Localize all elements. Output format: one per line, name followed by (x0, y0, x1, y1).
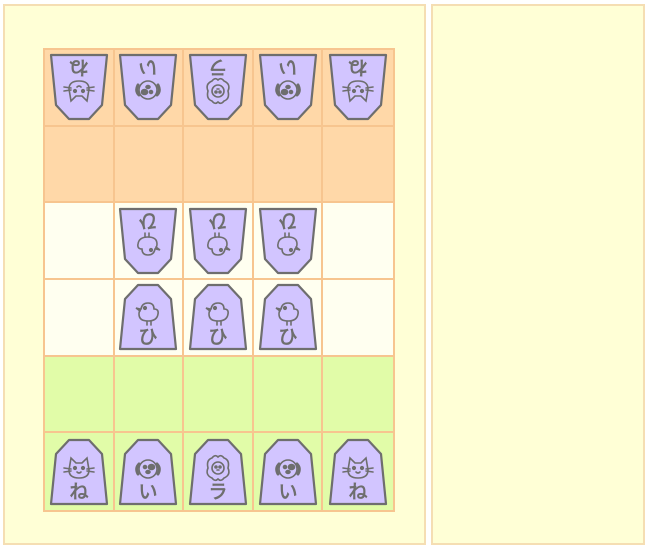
board-cell[interactable] (323, 279, 393, 357)
lion-piece[interactable]: ラ (188, 438, 248, 506)
piece-label: ひ (208, 326, 227, 348)
chick-piece[interactable]: ひ (258, 283, 318, 351)
board-cell[interactable]: ね (45, 50, 115, 127)
board-cell[interactable]: ひ (184, 203, 254, 280)
cat-piece[interactable]: ね (49, 438, 109, 506)
dog-face-icon (135, 80, 162, 101)
chick-piece[interactable]: ひ (188, 207, 248, 275)
board-cell[interactable] (45, 126, 115, 204)
board-cell[interactable] (323, 356, 393, 434)
chick-piece[interactable]: ひ (258, 207, 318, 275)
piece-label: ね (349, 481, 368, 503)
board-cell[interactable] (253, 126, 324, 204)
board-cell[interactable]: い (253, 433, 324, 510)
board-cell[interactable]: い (253, 50, 324, 127)
piece-label: ひ (139, 326, 158, 348)
chick-face-icon (135, 302, 160, 327)
board-cell[interactable]: ね (323, 50, 393, 127)
board-cell[interactable] (184, 356, 254, 434)
cat-piece[interactable]: ね (49, 53, 109, 121)
dog-face-icon (274, 458, 301, 479)
chick-piece[interactable]: ひ (188, 283, 248, 351)
board-cell[interactable] (45, 279, 115, 357)
board-cell[interactable] (114, 356, 185, 434)
board-cell[interactable]: ひ (114, 279, 185, 357)
board-cell[interactable] (253, 356, 324, 434)
chick-piece[interactable]: ひ (118, 283, 178, 351)
chick-face-icon (275, 302, 299, 327)
board-panel: ねいラいねひひひひひひねいラいね (3, 4, 426, 545)
board-cell[interactable]: ね (323, 433, 393, 510)
board-cell[interactable] (45, 356, 115, 434)
chick-face-icon (276, 231, 301, 256)
piece-body (258, 207, 317, 274)
piece-body (49, 54, 108, 121)
cat-piece[interactable]: ね (328, 53, 388, 121)
piece-label: ひ (278, 326, 297, 348)
board-cell[interactable]: ラ (184, 50, 254, 127)
piece-label: ひ (139, 210, 158, 232)
piece-label: ね (69, 56, 88, 78)
piece-body (119, 207, 178, 274)
piece-body (329, 54, 388, 121)
piece-label: い (139, 481, 158, 503)
cat-piece[interactable]: ね (328, 438, 388, 506)
piece-label: い (278, 481, 297, 503)
dog-piece[interactable]: い (118, 53, 178, 121)
piece-label: ひ (278, 210, 297, 232)
dog-piece[interactable]: い (258, 53, 318, 121)
board-cell[interactable]: ひ (184, 279, 254, 357)
piece-label: い (278, 56, 297, 78)
piece-body (188, 438, 248, 505)
dog-face-icon (274, 80, 301, 101)
piece-label: ラ (208, 481, 227, 503)
board-cell[interactable]: ね (45, 433, 115, 510)
cat-face-icon (342, 80, 374, 103)
board-cell[interactable]: い (114, 50, 185, 127)
piece-label: ひ (208, 210, 227, 232)
board-cell[interactable] (323, 203, 393, 280)
piece-body (329, 438, 388, 505)
lion-piece[interactable]: ラ (188, 53, 248, 121)
piece-body (119, 284, 178, 351)
dog-piece[interactable]: い (258, 438, 318, 506)
board-cell[interactable]: ひ (253, 279, 324, 357)
chick-piece[interactable]: ひ (118, 207, 178, 275)
chick-face-icon (207, 231, 231, 256)
board-cell[interactable] (323, 126, 393, 204)
board-cell[interactable]: ひ (253, 203, 324, 280)
board-cell[interactable]: ラ (184, 433, 254, 510)
piece-body (188, 54, 248, 121)
board-cell[interactable] (114, 126, 185, 204)
piece-body (258, 284, 317, 351)
board-cell[interactable] (45, 203, 115, 280)
cat-face-icon (342, 455, 374, 479)
board-cell[interactable] (184, 126, 254, 204)
piece-body (188, 207, 248, 274)
captured-pieces-panel (431, 4, 645, 545)
piece-body (188, 284, 248, 351)
game-board: ねいラいねひひひひひひねいラいね (43, 48, 395, 512)
dog-face-icon (135, 458, 162, 479)
piece-label: ね (349, 56, 368, 78)
piece-label: ね (69, 481, 88, 503)
chick-face-icon (205, 302, 229, 327)
lion-face-icon (206, 454, 230, 481)
lion-face-icon (206, 78, 230, 105)
board-cell[interactable]: い (114, 433, 185, 510)
piece-label: ラ (208, 56, 227, 78)
piece-label: い (139, 56, 158, 78)
dog-piece[interactable]: い (118, 438, 178, 506)
cat-face-icon (62, 80, 95, 103)
cat-face-icon (62, 455, 95, 479)
board-cell[interactable]: ひ (114, 203, 185, 280)
piece-body (49, 438, 108, 505)
